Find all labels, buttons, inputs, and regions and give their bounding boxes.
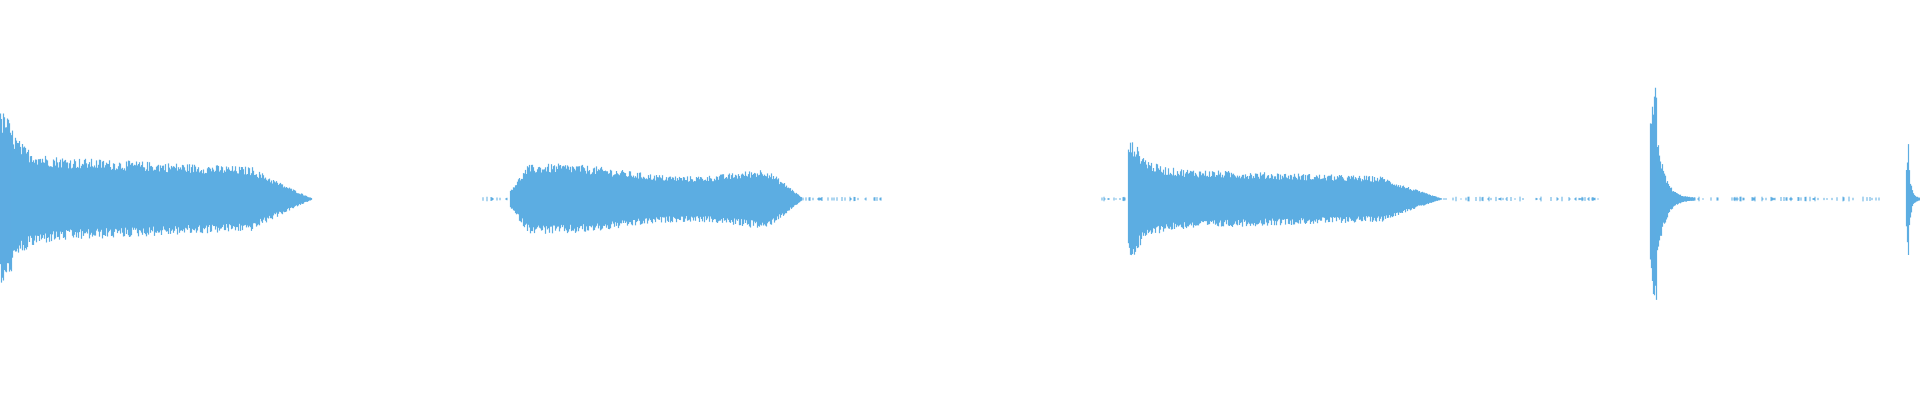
audio-clip-1 xyxy=(0,113,313,283)
audio-clip-3 xyxy=(1127,142,1443,256)
audio-clip-4 xyxy=(1649,87,1696,300)
waveform-samples xyxy=(0,87,1920,300)
audio-clip-5 xyxy=(1905,144,1920,255)
audio-clip-2 xyxy=(509,163,803,234)
